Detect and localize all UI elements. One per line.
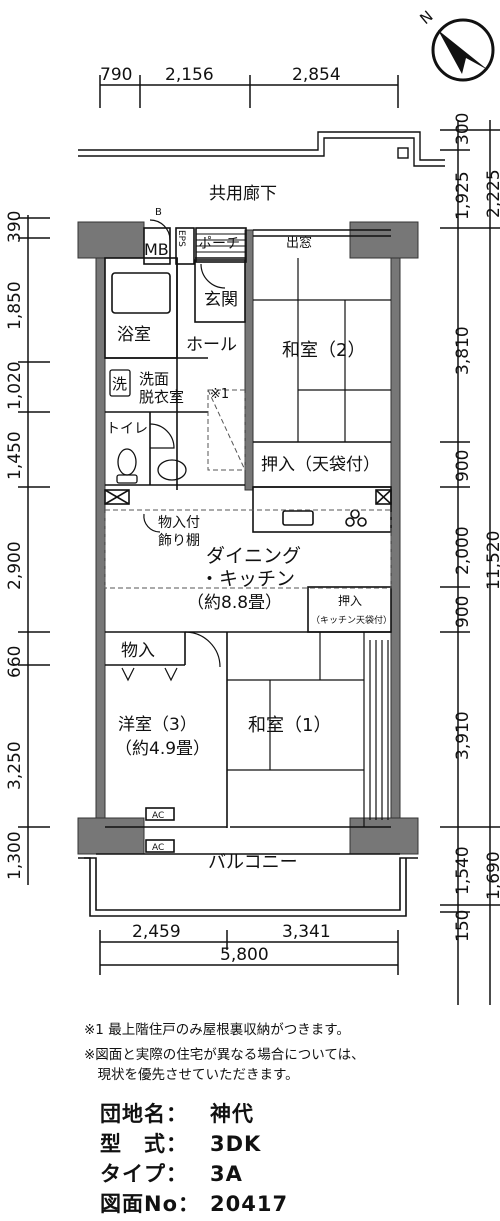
door-swings <box>121 219 226 682</box>
info-value: 20417 <box>210 1192 289 1216</box>
entrance-label: 玄関 <box>204 290 238 310</box>
info-key: 団地名： <box>100 1102 188 1126</box>
balcony-label: バルコニー <box>208 852 298 873</box>
left-dimension-lines <box>18 215 50 885</box>
ac2-label: AC <box>152 843 164 853</box>
closet-top-label: 押入（天袋付） <box>261 455 380 475</box>
kitchen-closet-label-2: （キッチン天袋付） <box>311 614 392 626</box>
display-shelf-1: 物入付 <box>158 515 200 531</box>
yoshitsu3-label-1: 洋室（3） <box>118 715 197 735</box>
dim-left-8: 1,300 <box>5 831 25 880</box>
dim-left-3: 1,020 <box>5 361 25 410</box>
note-2: ※図面と実際の住宅が異なる場合については、 <box>84 1047 365 1063</box>
yoshitsu3-label-2: （約4.9畳） <box>115 739 210 759</box>
info-row-type: 型 式： 3DK <box>100 1130 261 1158</box>
bottom-dimension-lines <box>99 930 399 975</box>
dim-top-1: 790 <box>100 65 132 85</box>
floor-plan: N 790 2,156 2,854 共用廊下 300 1,925 3,810 9… <box>5 7 500 1005</box>
dim-right-7: 3,910 <box>453 711 473 760</box>
dining-label-2: ・キッチン <box>200 568 295 590</box>
note-1: ※1 最上階住戸のみ屋根裏収納がつきます。 <box>84 1022 350 1038</box>
display-shelf-2: 飾り棚 <box>158 533 200 549</box>
dim-left-5: 2,900 <box>5 541 25 590</box>
kitchen-closet-label-1: 押入 <box>338 594 362 608</box>
info-row-estate: 団地名： 神代 <box>100 1100 254 1128</box>
info-key: タイプ： <box>100 1162 188 1186</box>
washroom-label-2: 脱衣室 <box>139 388 184 406</box>
hall-label: ホール <box>186 335 237 355</box>
dim-right-outer-2: 11,520 <box>484 531 500 590</box>
note-mark: ※1 <box>210 387 229 402</box>
toilet-label: トイレ <box>106 421 148 437</box>
dim-left-7: 3,250 <box>5 741 25 790</box>
dim-right-outer-1: 2,225 <box>484 169 500 218</box>
bath-label: 浴室 <box>117 325 151 345</box>
info-value: 神代 <box>210 1102 254 1126</box>
north-label: N <box>416 7 436 28</box>
info-value: 3A <box>210 1162 243 1186</box>
washroom-icon: 洗 <box>112 375 127 393</box>
stairs <box>196 233 246 259</box>
dim-right-9: 150 <box>453 910 473 942</box>
compass: N <box>416 7 495 82</box>
bay-window-label: 出窓 <box>286 235 312 251</box>
dim-bottom-2: 3,341 <box>282 922 331 942</box>
washroom-label-1: 洗面 <box>139 370 169 388</box>
corridor-label: 共用廊下 <box>209 184 277 204</box>
north-arrow-icon <box>438 30 488 74</box>
dim-bottom-total: 5,800 <box>220 945 269 965</box>
dashed-lines <box>104 389 392 589</box>
dim-left-6: 660 <box>5 646 25 678</box>
dim-right-2: 1,925 <box>453 171 473 220</box>
dim-right-8: 1,540 <box>453 846 473 895</box>
dim-right-3: 3,810 <box>453 326 473 375</box>
dining-label-3: （約8.8畳） <box>187 593 282 613</box>
dim-right-4: 900 <box>453 450 473 482</box>
corridor-railing <box>78 131 445 167</box>
dim-top-3: 2,854 <box>292 65 341 85</box>
dim-right-1: 300 <box>453 113 473 145</box>
structural-walls <box>77 221 419 855</box>
info-key: 型 式： <box>100 1132 188 1156</box>
dim-right-5: 2,000 <box>453 526 473 575</box>
dim-top-2: 2,156 <box>165 65 214 85</box>
info-value: 3DK <box>210 1132 262 1156</box>
washitsu2-label: 和室（2） <box>282 340 365 361</box>
b-label: B <box>155 207 162 218</box>
ac1-label: AC <box>152 811 164 821</box>
mb-label: MB <box>144 240 169 259</box>
dim-left-1: 390 <box>5 211 25 243</box>
dim-bottom-1: 2,459 <box>132 922 181 942</box>
dim-right-6: 900 <box>453 596 473 628</box>
dim-left-2: 1,850 <box>5 281 25 330</box>
dim-left-4: 1,450 <box>5 431 25 480</box>
storage-label: 物入 <box>121 641 155 661</box>
top-dimension-lines <box>99 75 399 108</box>
tatami-lines <box>227 258 391 827</box>
eps-label: EPS <box>176 230 186 247</box>
info-key: 図面No： <box>100 1192 201 1216</box>
fixtures <box>109 369 187 484</box>
porch-label: ポーチ <box>198 236 240 252</box>
dim-right-outer-3: 1,690 <box>484 851 500 900</box>
right-dimension-lines <box>440 120 500 1005</box>
note-3: 現状を優先させていただきます。 <box>84 1067 299 1083</box>
dining-label-1: ダイニング <box>206 545 301 567</box>
info-row-drawing-no: 図面No： 20417 <box>100 1190 288 1218</box>
info-row-subtype: タイプ： 3A <box>100 1160 243 1188</box>
washitsu1-label: 和室（1） <box>248 715 331 736</box>
